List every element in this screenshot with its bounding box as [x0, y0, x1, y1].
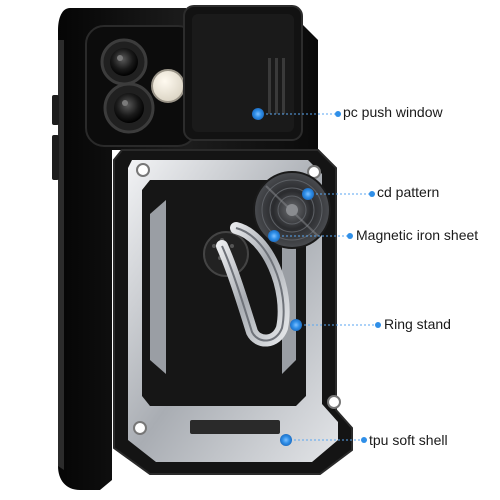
callout-label-tpu-soft-shell: tpu soft shell	[369, 432, 448, 448]
callout-dot-tpu	[280, 434, 292, 446]
slide-ridge	[268, 58, 271, 114]
frame-detail	[190, 420, 280, 434]
camera-lens	[114, 93, 144, 123]
slide-ridge	[282, 58, 285, 114]
callout-end-dot	[361, 437, 367, 443]
lens-glint	[122, 100, 128, 106]
callout-end-dot	[375, 322, 381, 328]
corner-bolt	[327, 395, 341, 409]
callout-dot-cd	[302, 188, 314, 200]
callout-label-magnetic-iron-sheet: Magnetic iron sheet	[356, 227, 479, 243]
callout-end-dot	[347, 233, 353, 239]
callout-dot-ring	[290, 319, 302, 331]
case-edge-highlight	[58, 40, 64, 470]
pc-push-window	[183, 5, 303, 141]
side-button	[52, 95, 59, 125]
lens-glint	[117, 55, 123, 61]
ring-stand	[203, 222, 290, 347]
camera-module	[85, 25, 197, 147]
callout-dot-pc	[252, 108, 264, 120]
cd-pattern-disc	[253, 171, 331, 249]
callout-label-ring-stand: Ring stand	[384, 316, 451, 332]
callout-lines	[262, 113, 376, 441]
callout-end-dot	[335, 111, 341, 117]
frame-detail	[150, 200, 166, 374]
callout-dots	[252, 108, 381, 446]
camera-flash	[151, 69, 185, 103]
callout-end-dot	[369, 191, 375, 197]
callout-label-cd-pattern: cd pattern	[377, 184, 440, 200]
slide-ridge	[275, 58, 278, 114]
corner-bolt	[133, 421, 147, 435]
side-button	[52, 135, 59, 180]
camera-lens	[110, 48, 138, 76]
callout-label-pc-push-window: pc push window	[343, 104, 443, 120]
callout-dot-magnetic	[268, 230, 280, 242]
corner-bolt	[136, 163, 150, 177]
